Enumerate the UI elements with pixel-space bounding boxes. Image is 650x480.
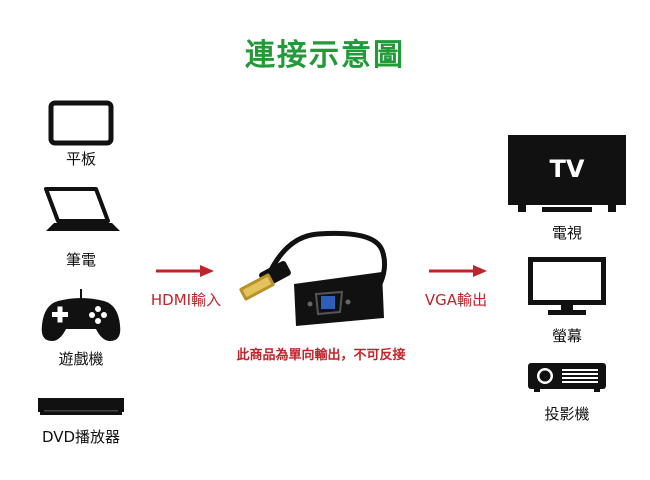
input-label-laptop: 筆電 [65,251,96,269]
laptop-icon [40,185,122,235]
vga-output-label: VGA輸出 [424,291,488,309]
projector-icon [528,363,606,393]
one-way-note: 此商品為單向輸出，不可反接 [236,348,406,363]
tv-screen-text: TV [549,155,585,183]
page-title: 連接示意圖 [245,38,405,73]
hdmi-to-vga-adapter-icon [232,222,392,334]
input-label-dvd-player: DVD播放器 [41,428,121,446]
output-label-tv: 電視 [551,224,582,242]
dvd-player-icon [38,398,124,416]
output-label-monitor: 螢幕 [551,327,582,345]
monitor-icon [528,257,606,317]
hdmi-arrow-icon [156,263,216,279]
output-label-projector: 投影機 [544,405,590,423]
vga-arrow-icon [429,263,489,279]
input-label-gamepad: 遊戲機 [58,350,104,368]
tablet-icon [48,100,114,146]
gamepad-icon [40,287,122,343]
tv-icon [508,135,626,217]
input-label-tablet: 平板 [65,150,96,168]
hdmi-input-label: HDMI輸入 [150,291,222,309]
